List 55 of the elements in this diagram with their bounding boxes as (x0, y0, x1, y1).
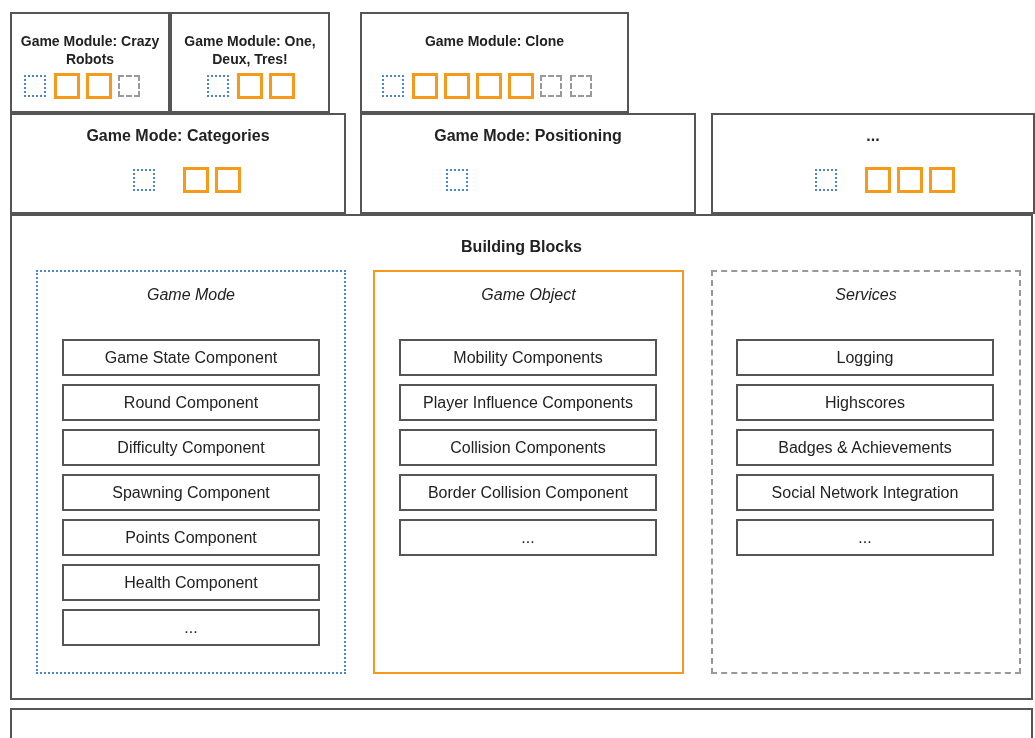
module-box (170, 12, 330, 113)
component-box (62, 564, 320, 601)
component-box (62, 519, 320, 556)
heading: Game Module: Crazy Robots (20, 32, 160, 68)
component-label: Logging (835, 349, 895, 367)
component-box (399, 519, 657, 556)
heading: Game Object (480, 286, 577, 304)
heading: Game Mode: Positioning (433, 127, 623, 145)
layer-panel (10, 214, 1033, 700)
component-label: Social Network Integration (770, 484, 960, 502)
component-box (736, 474, 994, 511)
component-box (399, 339, 657, 376)
component-label: Points Component (124, 529, 258, 547)
component-label: Badges & Achievements (777, 439, 953, 457)
component-box (62, 609, 320, 646)
group-panel (36, 270, 346, 674)
heading: Game Module: One, Deux, Tres! (183, 32, 317, 68)
heading: Game Mode (145, 286, 236, 304)
component-box (736, 339, 994, 376)
component-label: Round Component (122, 394, 260, 412)
mode-box (10, 113, 346, 214)
component-box (399, 384, 657, 421)
heading: Game Module: Clone (423, 32, 566, 50)
heading: ... (865, 127, 881, 145)
component-label: ... (857, 529, 873, 547)
component-label: Highscores (824, 394, 906, 412)
layer-panel (10, 708, 1033, 738)
mode-box (711, 113, 1035, 214)
component-box (736, 519, 994, 556)
component-box (736, 429, 994, 466)
module-box (10, 12, 170, 113)
component-label: Mobility Components (452, 349, 604, 367)
component-label: ... (183, 619, 199, 637)
component-box (62, 429, 320, 466)
component-box (62, 474, 320, 511)
component-label: Game State Component (103, 349, 279, 367)
component-box (62, 384, 320, 421)
mode-box (360, 113, 696, 214)
component-label: Difficulty Component (116, 439, 266, 457)
component-box (399, 429, 657, 466)
component-box (399, 474, 657, 511)
heading: Services (834, 286, 898, 304)
component-label: Player Influence Components (422, 394, 634, 412)
component-label: Spawning Component (111, 484, 271, 502)
group-panel (711, 270, 1021, 674)
component-label: ... (520, 529, 536, 547)
heading: Building Blocks (460, 238, 583, 256)
component-label: Health Component (123, 574, 259, 592)
heading: Game Mode: Categories (85, 127, 271, 145)
module-box (360, 12, 629, 113)
component-label: Border Collision Component (426, 484, 630, 502)
component-box (62, 339, 320, 376)
component-box (736, 384, 994, 421)
group-panel (373, 270, 684, 674)
component-label: Collision Components (449, 439, 607, 457)
